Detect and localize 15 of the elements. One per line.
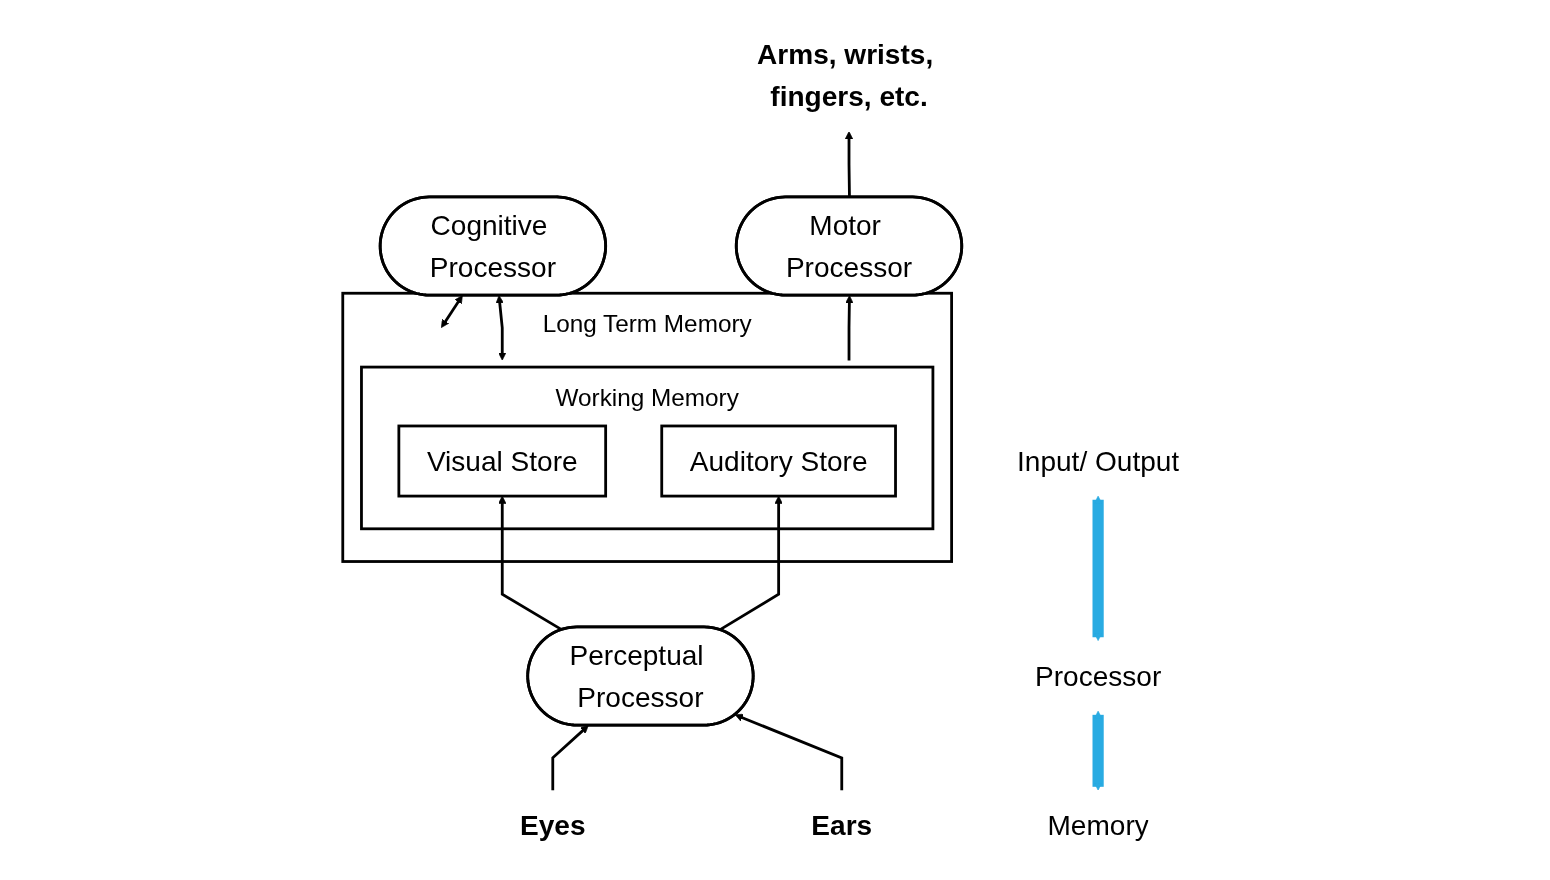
node-text: Eyes <box>520 810 586 842</box>
node-box: Auditory Store <box>660 424 897 498</box>
node-text: Processor <box>1034 660 1162 692</box>
arrow <box>1092 710 1104 791</box>
arrow <box>845 295 854 361</box>
node-text: Arms, wrists, fingers, etc. <box>757 38 934 112</box>
arrow <box>495 295 507 361</box>
node-text: Ears <box>811 810 873 842</box>
arrow <box>1092 495 1104 641</box>
arrow <box>551 725 589 791</box>
arrow <box>441 295 463 328</box>
arrow <box>734 713 844 791</box>
node-text: Memory <box>1047 810 1149 842</box>
node-box: Visual Store <box>397 424 608 498</box>
node-text: Input/ Output <box>1017 445 1180 477</box>
